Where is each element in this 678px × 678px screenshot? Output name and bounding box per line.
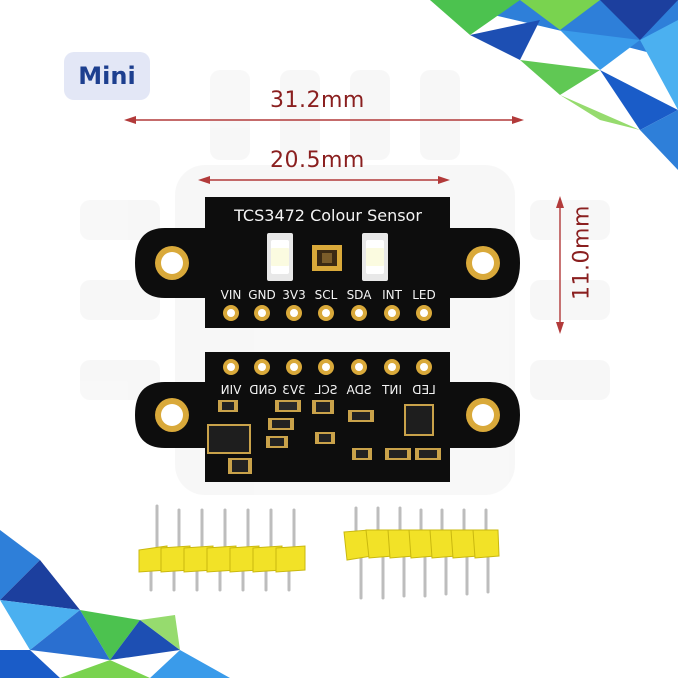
board-title: TCS3472 Colour Sensor [233,206,422,225]
back-pin-label: INT [381,383,402,397]
dimension-line-overall [124,116,524,124]
overall-width-label: 31.2mm [270,88,365,113]
pin-header-angled [138,504,306,592]
front-pin-label: SDA [347,288,373,302]
back-pin-label: GND [249,383,277,397]
smd-components [207,400,441,474]
dimension-line-height [556,196,564,334]
back-pin-label: SDA [346,383,372,397]
back-pin-label: SCL [314,383,337,397]
corner-decoration-bottom-left [0,530,230,678]
height-label: 11.0mm [569,205,595,300]
back-pin-label: VIN [221,383,242,397]
sensor-board-front: TCS3472 Colour Sensor VIN GND 3V3 SCL SD… [135,197,520,328]
body-width-label: 20.5mm [270,148,365,173]
front-pin-label: SCL [315,288,338,302]
corner-decoration-top-right [430,0,678,170]
front-pin-label: LED [412,288,436,302]
front-pin-label: 3V3 [282,288,305,302]
badge-label: Mini [78,62,136,90]
dimension-line-body [198,176,450,184]
pin-header-straight [343,506,500,600]
back-pin-label: 3V3 [282,383,305,397]
sensor-board-back: VIN GND 3V3 SCL SDA INT LED [135,352,520,482]
front-pin-label: VIN [221,288,242,302]
back-pin-label: LED [412,383,436,397]
front-pin-label: GND [248,288,276,302]
mini-badge: Mini [64,52,150,100]
front-pin-label: INT [382,288,403,302]
